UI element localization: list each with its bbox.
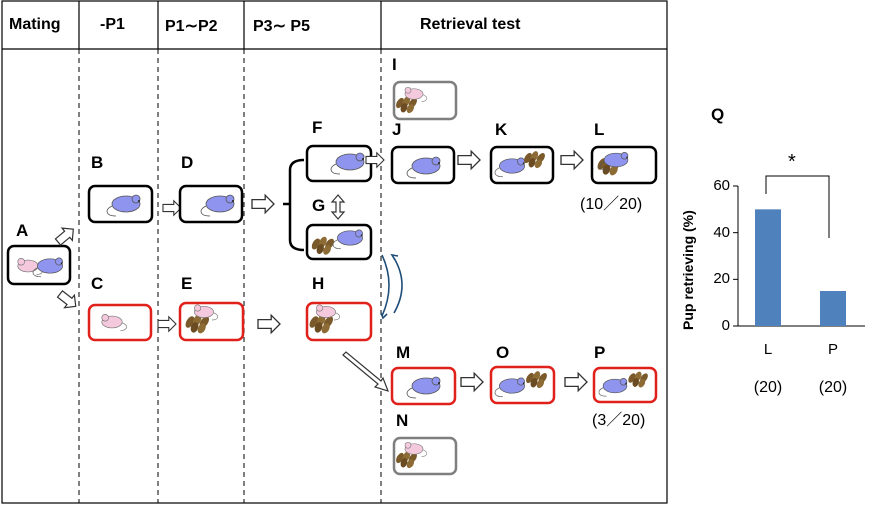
panel-f-box [305,144,373,183]
label-g: G [312,196,326,215]
panel-a-box [6,244,72,286]
panel-d-box [178,184,244,224]
label-k: K [495,120,508,139]
panel-c-box [87,303,153,342]
arrow-o-to-p [564,372,588,392]
label-e: E [181,274,193,293]
header-p1: -P1 [100,16,125,33]
header-p1-p2: P1∼P2 [165,18,218,35]
bar-l [755,209,781,326]
arrow-a-to-c [54,287,82,314]
label-m: M [396,343,411,362]
arrow-j-to-k [457,150,481,170]
label-b: B [91,153,104,172]
count-l: (10／20) [580,196,643,213]
panel-k-box [489,145,555,185]
group-n-label: (20) [818,379,848,396]
bar-p [820,291,846,326]
panel-j-box [390,145,456,185]
y-tick-label: 60 [713,177,730,194]
column-dividers [78,49,382,503]
x-category-label: P [827,341,838,358]
label-c: C [91,274,104,293]
arrow-a-to-b [52,222,80,249]
arrow-k-to-l [560,150,584,170]
arrow-d-to-split [251,194,275,214]
label-p: P [594,343,606,362]
panel-g-box [305,223,373,261]
y-tick-label: 20 [713,270,730,288]
chart-y-ticks [733,185,738,327]
panel-l-box [590,145,658,185]
arrow-e-to-h [257,314,281,334]
arrow-f-g-bidirectional [330,194,346,220]
panel-o-box [489,365,556,405]
swap-curve-arrows [380,253,403,320]
label-f: F [312,118,323,137]
chart-y-axis-label: Pup retrieving (%) [680,210,696,330]
header-retrieval-test: Retrieval test [420,16,521,33]
y-tick-label: 40 [713,223,730,241]
label-o: O [496,343,510,362]
panel-n-box [392,436,458,476]
label-d: D [181,153,194,172]
significance-bracket [765,175,830,238]
panel-p-box [592,366,658,404]
panel-h-box [305,301,373,342]
significance-marker: * [788,151,796,173]
label-n: N [396,411,409,430]
label-h: H [312,274,325,293]
header-p3-p5: P3∼ P5 [253,18,310,35]
table-frame [1,0,668,504]
x-category-label: L [763,341,773,358]
panel-m-box [390,366,457,406]
y-tick-label: 0 [721,317,730,334]
arrow-h-to-m [342,351,390,392]
label-l: L [594,120,605,139]
chart-bars [755,209,846,326]
panel-b-box [87,184,154,224]
count-p: (3／20) [592,412,646,429]
label-a: A [16,221,29,240]
arrow-b-to-d [162,200,182,216]
label-j: J [392,120,402,139]
arrow-c-to-e [157,316,177,332]
arrow-m-to-o [460,372,484,392]
panel-e-box [178,301,245,342]
label-q: Q [711,105,725,124]
group-n-label: (20) [753,379,783,396]
split-bracket [288,158,305,252]
label-i: I [392,55,397,74]
panel-i-box [392,80,458,121]
header-mating: Mating [9,16,61,33]
